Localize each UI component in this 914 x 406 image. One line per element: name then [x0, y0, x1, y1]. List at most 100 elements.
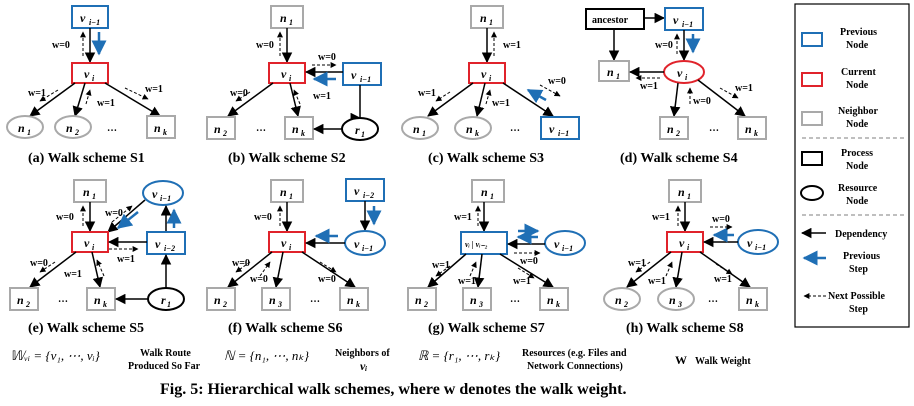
node-sub: i−2	[363, 191, 374, 200]
legend-label: Next Possible	[828, 291, 886, 302]
previous-node	[544, 230, 586, 256]
dependency-edge	[72, 82, 86, 118]
next-step-arrow	[259, 261, 271, 277]
node-sub: 3	[478, 300, 483, 309]
weight-label: w=0	[105, 208, 123, 219]
legend-frame	[794, 3, 910, 328]
previous-step-arrow	[526, 88, 547, 104]
ellipsis: …	[510, 123, 520, 134]
next-step-arrow	[96, 259, 105, 277]
walk-route-label: Walk Route	[140, 348, 191, 359]
legend-label: Node	[846, 80, 869, 91]
dependency-edge	[104, 82, 161, 117]
node-label: n	[466, 122, 473, 136]
node-label: n	[678, 185, 685, 199]
node-sub: k	[755, 300, 759, 309]
neighbor-node	[284, 116, 314, 140]
neighbor-node	[270, 5, 304, 29]
node-label: n	[269, 293, 276, 307]
node-sub: i	[289, 74, 292, 83]
next-step-arrow	[517, 267, 535, 279]
panel-caption: (b) Walk scheme S2	[228, 151, 346, 166]
weight-label: w=0	[52, 40, 70, 51]
node-label: v	[84, 236, 90, 250]
resources-label: Resources (e.g. Files and	[522, 348, 627, 359]
panel-caption: (g) Walk scheme S7	[428, 321, 545, 336]
legend-label: Node	[846, 119, 869, 130]
node-sub: 1	[687, 192, 691, 201]
weight-label: w=0	[712, 214, 730, 225]
legend-label: Node	[846, 161, 869, 172]
legend-label: Process	[841, 148, 873, 159]
dependency-edge	[427, 82, 474, 117]
dependency-edge	[474, 82, 486, 118]
weight-label: w=0	[693, 96, 711, 107]
weight-label: w=1	[145, 84, 163, 95]
current-node	[71, 62, 109, 84]
node-label: r	[161, 293, 166, 307]
weight-label: w=0	[232, 258, 250, 269]
process-node	[585, 8, 645, 30]
resource-neighbor-node	[54, 115, 92, 139]
node-sub: 2	[423, 300, 428, 309]
weight-label: w=0	[56, 212, 74, 223]
node-label: v	[679, 236, 685, 250]
legend-label: Neighbor	[838, 106, 879, 117]
neighbor-node	[73, 179, 107, 203]
previous-node	[540, 116, 580, 140]
node-label: n	[347, 293, 354, 307]
node-sub: i	[92, 74, 95, 83]
dependency-edge	[29, 82, 76, 117]
node-sub: 1	[289, 18, 293, 27]
node-sub: 3	[277, 300, 282, 309]
node-label: v	[84, 67, 90, 81]
node-label: n	[280, 11, 287, 25]
node-sub: 1	[92, 192, 96, 201]
next-step-arrow	[539, 84, 561, 97]
neighbor-node	[206, 116, 236, 140]
weight-label: w=1	[628, 258, 646, 269]
node-label: v	[155, 237, 161, 251]
weight-label: w=1	[458, 276, 476, 287]
node-label: n	[18, 121, 25, 135]
next-step-arrow	[124, 87, 149, 100]
node-label: n	[280, 185, 287, 199]
dependency-edge	[669, 82, 681, 118]
node-sub: 2	[222, 129, 227, 138]
weight-label: w=1	[503, 40, 521, 51]
ellipsis: …	[310, 294, 320, 305]
dependency-edge	[626, 251, 672, 288]
node-label: n	[669, 293, 676, 307]
node-label: n	[94, 293, 101, 307]
panel-caption: (a) Walk scheme S1	[28, 151, 145, 166]
current-node	[468, 62, 506, 84]
node-label: n	[615, 293, 622, 307]
node-sub: i	[489, 74, 492, 83]
weight-label: w=1	[97, 98, 115, 109]
neighbors-formula: ℕ = {n₁, ⋯, nₖ}	[224, 348, 310, 363]
legend-label: Step	[849, 304, 868, 315]
neighbor-node	[668, 179, 702, 203]
weight-label: w=1	[492, 98, 510, 109]
resource-node	[147, 287, 185, 311]
node-sub: i−1	[558, 129, 569, 138]
node-label: v	[281, 67, 287, 81]
neighbor-node	[737, 116, 767, 140]
weight-symbol: W	[675, 353, 687, 367]
dependency-edge	[427, 253, 467, 288]
neighbor-node	[738, 287, 768, 311]
node-label: v	[351, 68, 357, 82]
panel-c: n 1 w=1 v i w=0 w=1 w=1 n 1 n k … v i−1 …	[401, 5, 580, 166]
resource-neighbor-node	[657, 287, 695, 311]
legend-label: Current	[841, 67, 876, 78]
dependency-edge	[473, 253, 485, 289]
next-step-arrow	[635, 261, 651, 273]
node-label: n	[480, 11, 487, 25]
neighbor-node	[261, 287, 291, 311]
ellipsis: …	[107, 123, 117, 134]
weight-label: w=0	[250, 274, 268, 285]
legend-label: Node	[846, 196, 869, 207]
legend-process-node-swatch	[801, 151, 823, 166]
